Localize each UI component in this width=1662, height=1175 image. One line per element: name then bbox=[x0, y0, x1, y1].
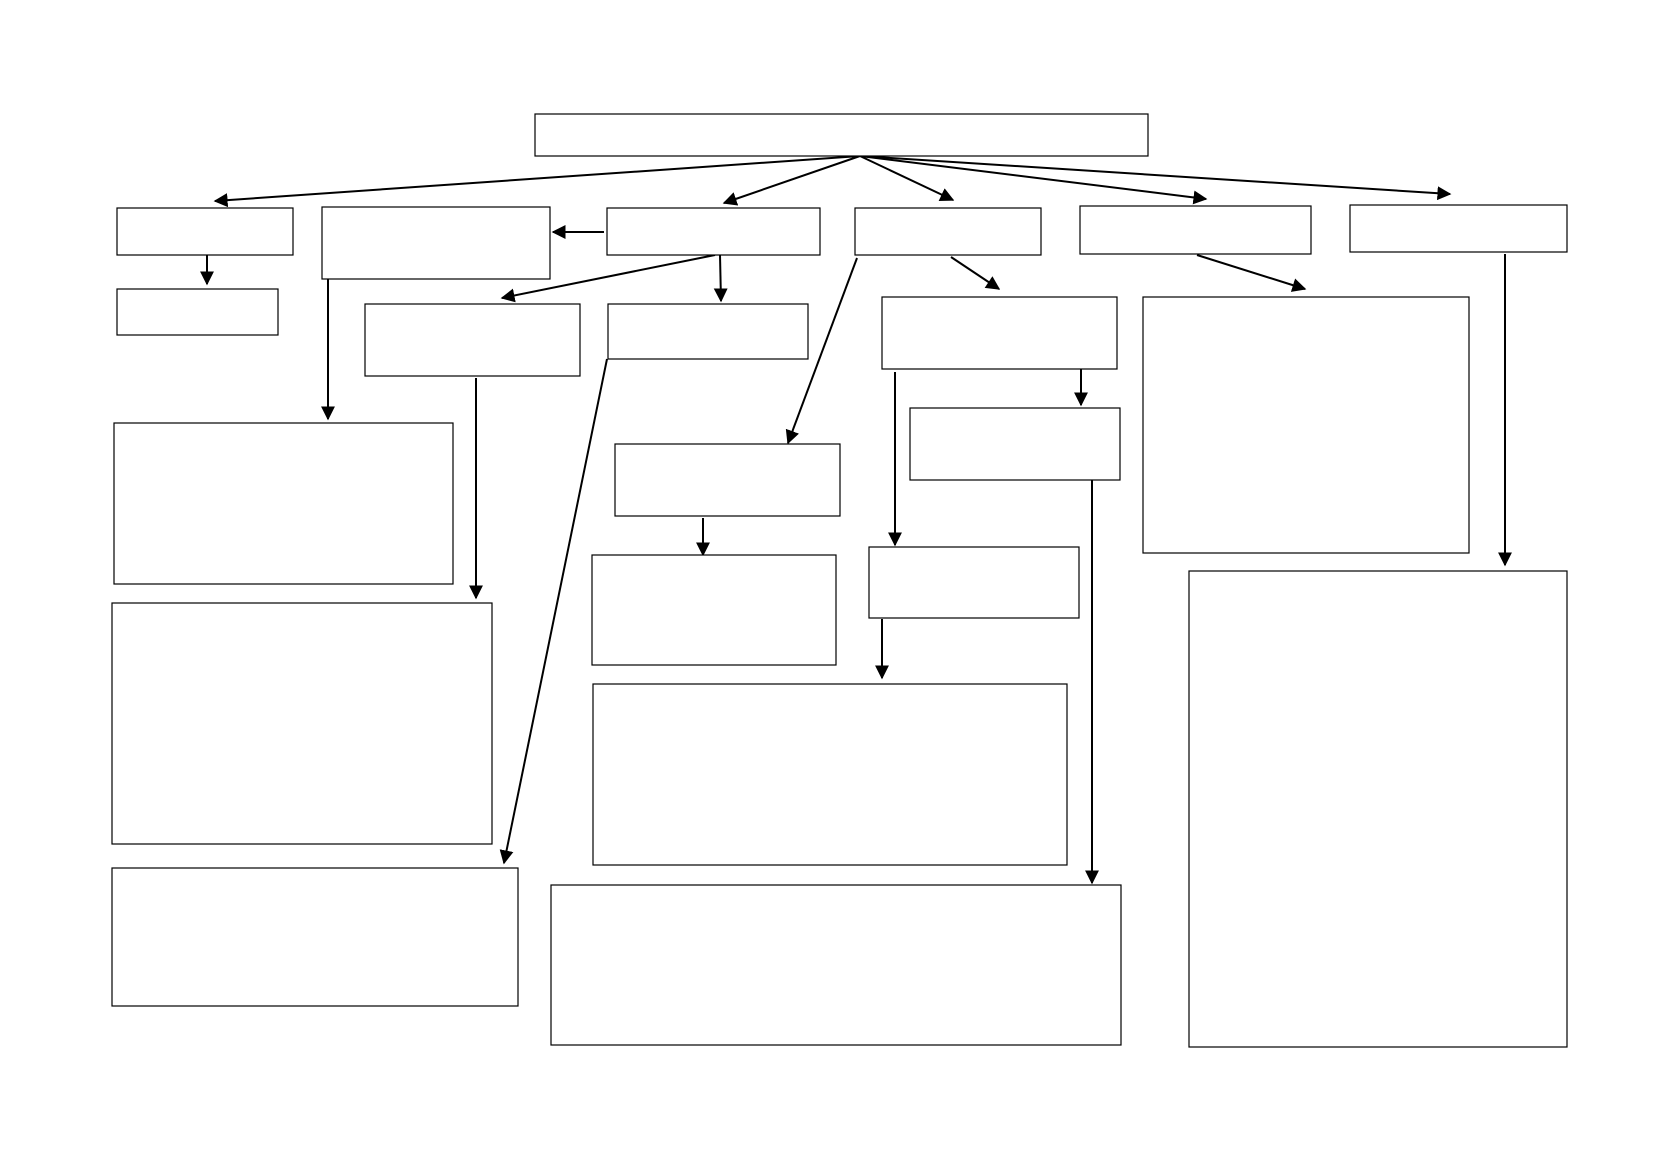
node-box-d-left-sub bbox=[868, 546, 1080, 619]
node-box-d-mid-grandchild bbox=[591, 554, 837, 666]
node-box-c-left-child bbox=[364, 303, 581, 377]
node-box-e-child bbox=[1142, 296, 1470, 554]
boxes-layer bbox=[111, 113, 1568, 1048]
node-l1-c bbox=[606, 207, 821, 256]
node-box-l1-d bbox=[854, 207, 1042, 256]
node-box-d-mid-child bbox=[614, 443, 841, 517]
arrow-root-to-l1-a bbox=[213, 155, 861, 208]
node-l1-d bbox=[854, 207, 1042, 256]
node-d-mid-grandchild bbox=[591, 554, 837, 666]
node-l1-b bbox=[321, 206, 551, 280]
arrow-root-to-l1-e bbox=[859, 155, 1208, 205]
arrow-root-to-l1-c bbox=[722, 155, 861, 206]
node-box-l1-c bbox=[606, 207, 821, 256]
node-box-l1-f bbox=[1349, 204, 1568, 253]
arrow-root-to-l1-f bbox=[859, 155, 1452, 201]
connectors-layer bbox=[200, 155, 1512, 885]
node-d-left-sub-child bbox=[592, 683, 1068, 866]
node-c-mid-child bbox=[607, 303, 809, 360]
node-box-l1-a bbox=[116, 207, 294, 256]
node-l1-a bbox=[116, 207, 294, 256]
node-box-c-left-grandchild bbox=[111, 602, 493, 845]
arrow-l1-c-to-c-left-child bbox=[500, 254, 716, 303]
node-d-child bbox=[881, 296, 1118, 370]
node-f-child-tall bbox=[1188, 570, 1568, 1048]
node-box-d-child-sub bbox=[909, 407, 1121, 481]
node-l1-a-child bbox=[116, 288, 279, 336]
node-l1-e bbox=[1079, 205, 1312, 255]
node-box-c-mid-far-child bbox=[111, 867, 519, 1007]
node-box-root bbox=[534, 113, 1149, 157]
node-box-f-child-tall bbox=[1188, 570, 1568, 1048]
arrow-root-to-l1-d bbox=[859, 155, 955, 201]
arrow-l1-d-to-d-left-sub bbox=[785, 257, 858, 445]
node-box-l1-a-child bbox=[116, 288, 279, 336]
node-box-l1-e bbox=[1079, 205, 1312, 255]
node-d-left-sub bbox=[868, 546, 1080, 619]
arrow-l1-c-to-c-mid-child bbox=[713, 254, 728, 303]
node-b-child-large bbox=[113, 422, 454, 585]
node-c-left-child bbox=[364, 303, 581, 377]
node-box-d-child bbox=[881, 296, 1118, 370]
node-c-mid-far-child bbox=[111, 867, 519, 1007]
node-box-bottom-wide bbox=[550, 884, 1122, 1046]
node-box-c-mid-child bbox=[607, 303, 809, 360]
node-root bbox=[534, 113, 1149, 157]
arrow-c-mid-child-to-c-mid-far-child bbox=[499, 358, 608, 865]
node-l1-f bbox=[1349, 204, 1568, 253]
node-bottom-wide bbox=[550, 884, 1122, 1046]
node-box-b-child-large bbox=[113, 422, 454, 585]
node-c-left-grandchild bbox=[111, 602, 493, 845]
arrow-l1-e-to-e-child bbox=[1196, 254, 1307, 292]
node-box-l1-b bbox=[321, 206, 551, 280]
node-box-d-left-sub-child bbox=[592, 683, 1068, 866]
node-d-child-sub bbox=[909, 407, 1121, 481]
node-d-mid-child bbox=[614, 443, 841, 517]
node-e-child bbox=[1142, 296, 1470, 554]
arrow-l1-d-to-d-child bbox=[950, 256, 1001, 290]
